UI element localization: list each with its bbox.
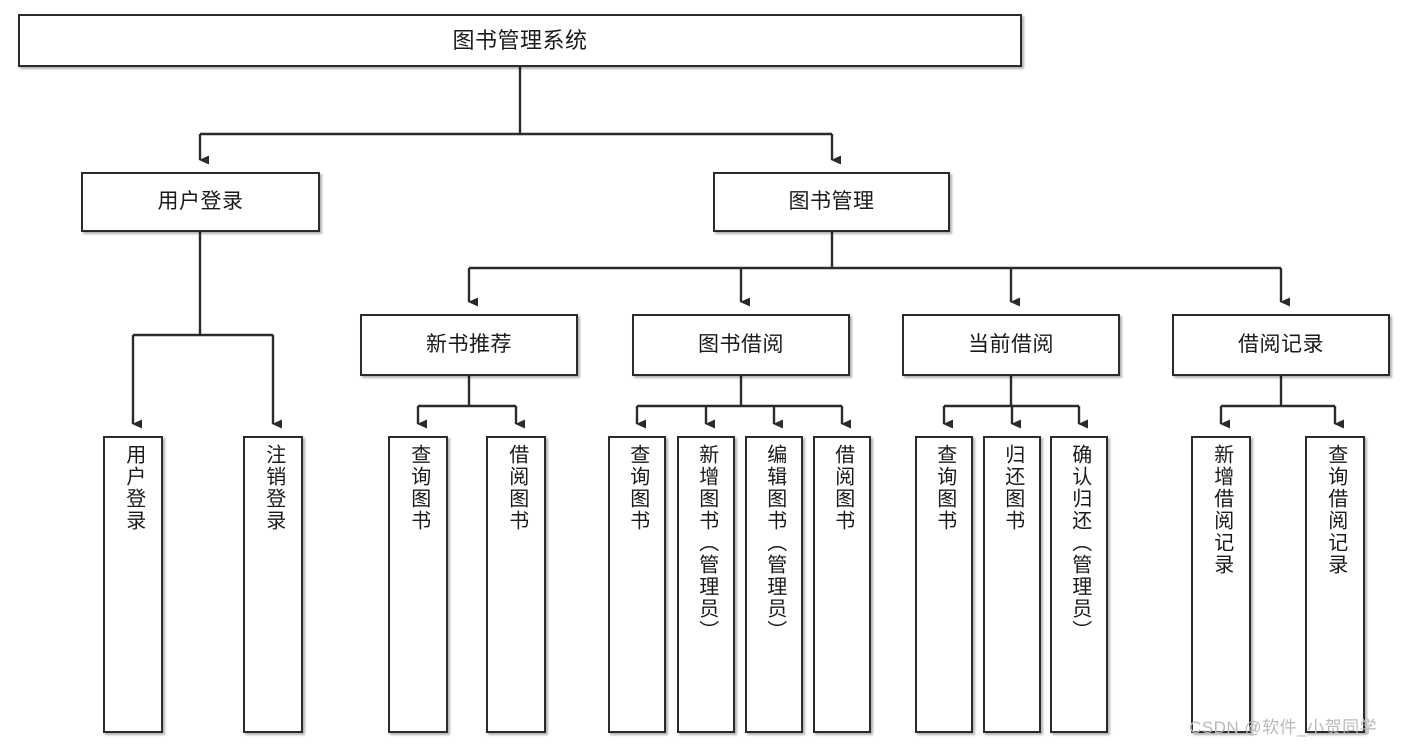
node-book-borrow-label: 图书借阅 <box>698 332 784 356</box>
leaf-node-label: 查询图书 <box>407 444 430 532</box>
node-new-book-recommend[interactable]: 新书推荐 <box>360 314 578 376</box>
leaf-node-label: 新增图书（管理员） <box>695 444 718 642</box>
leaf-node-label: 查询图书 <box>933 444 956 532</box>
leaf-node-label: 查询借阅记录 <box>1324 444 1347 576</box>
leaf-node-label: 借阅图书 <box>505 444 528 532</box>
node-book-management-label: 图书管理 <box>788 189 875 213</box>
leaf-node[interactable]: 注销登录 <box>243 436 303 733</box>
leaf-node[interactable]: 查询图书 <box>608 436 666 733</box>
leaf-node[interactable]: 归还图书 <box>983 436 1041 733</box>
leaf-node[interactable]: 确认归还（管理员） <box>1050 436 1108 733</box>
node-root-label: 图书管理系统 <box>452 27 588 53</box>
leaf-node[interactable]: 查询图书 <box>915 436 973 733</box>
leaf-node-label: 归还图书 <box>1001 444 1024 532</box>
leaf-node[interactable]: 新增借阅记录 <box>1191 436 1251 733</box>
leaf-node-label: 确认归还（管理员） <box>1068 444 1091 642</box>
leaf-node[interactable]: 用户登录 <box>103 436 163 733</box>
leaf-node-label: 编辑图书（管理员） <box>763 444 786 642</box>
node-user-login[interactable]: 用户登录 <box>81 172 320 232</box>
node-current-borrow[interactable]: 当前借阅 <box>902 314 1120 376</box>
leaf-node-label: 用户登录 <box>122 444 145 532</box>
leaf-node[interactable]: 新增图书（管理员） <box>677 436 735 733</box>
leaf-node[interactable]: 编辑图书（管理员） <box>745 436 803 733</box>
node-borrow-records[interactable]: 借阅记录 <box>1172 314 1390 376</box>
leaf-node[interactable]: 借阅图书 <box>486 436 546 733</box>
leaf-node-label: 查询图书 <box>626 444 649 532</box>
node-book-management[interactable]: 图书管理 <box>713 172 950 232</box>
leaf-node[interactable]: 查询图书 <box>388 436 448 733</box>
node-new-book-recommend-label: 新书推荐 <box>426 332 512 356</box>
leaf-node-label: 注销登录 <box>262 444 285 532</box>
leaf-node-label: 借阅图书 <box>831 444 854 532</box>
leaf-node[interactable]: 借阅图书 <box>813 436 871 733</box>
leaf-node[interactable]: 查询借阅记录 <box>1305 436 1365 733</box>
node-root[interactable]: 图书管理系统 <box>18 14 1022 67</box>
node-book-borrow[interactable]: 图书借阅 <box>632 314 850 376</box>
csdn-watermark: CSDN @软件_小贺同学 <box>1189 718 1378 737</box>
leaf-node-label: 新增借阅记录 <box>1210 444 1233 576</box>
node-current-borrow-label: 当前借阅 <box>968 332 1054 356</box>
node-borrow-records-label: 借阅记录 <box>1238 332 1324 356</box>
node-user-login-label: 用户登录 <box>157 189 244 213</box>
